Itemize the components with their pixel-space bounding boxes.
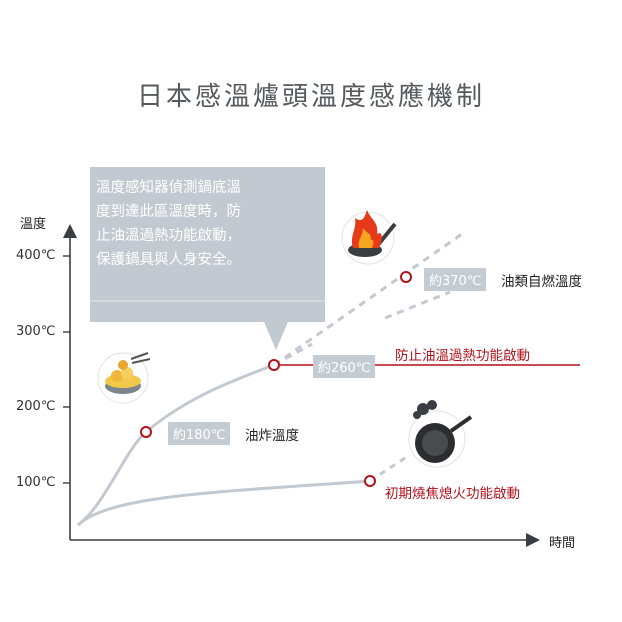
- diagram-title: 日本感溫爐頭溫度感應機制: [136, 82, 485, 112]
- marker-260: [268, 359, 280, 371]
- x-axis-label: 時間: [549, 536, 576, 551]
- callout-line: 保護鍋具與人身安全。: [96, 252, 241, 268]
- burnt-pan-icon: [408, 400, 473, 468]
- y-axis-label: 溫度: [20, 217, 47, 232]
- marker-180: [140, 426, 152, 438]
- y-tick-400: 400℃: [16, 248, 56, 263]
- axes: [63, 224, 540, 547]
- flaming-pan-icon: [341, 210, 397, 265]
- callout-text: 溫度感知器偵測鍋底溫 度到達此區溫度時，防 止油溫過熱功能啟動， 保護鍋具與人身…: [96, 176, 314, 272]
- burn-off-curve-dashed: [369, 454, 409, 483]
- burn-off-label: 初期燒焦熄火功能啟動: [385, 486, 520, 502]
- marker-burn-off: [364, 475, 376, 487]
- callout-line: 溫度感知器偵測鍋底溫: [96, 180, 241, 196]
- burn-off-curve: [76, 479, 371, 527]
- marker-370: [400, 271, 412, 283]
- callout-box: [90, 167, 325, 350]
- overheat-temp-tag: 約260℃: [313, 355, 376, 378]
- y-tick-200: 200℃: [16, 399, 56, 414]
- y-axis-arrow-icon: [63, 224, 77, 238]
- fried-food-pot-icon: [97, 352, 151, 404]
- autoignite-temp-tag: 約370℃: [424, 268, 487, 291]
- callout-line: 度到達此區溫度時，防: [96, 204, 241, 220]
- autoignite-label: 油類自燃溫度: [501, 274, 582, 290]
- y-tick-100: 100℃: [16, 475, 56, 490]
- x-axis-arrow-icon: [526, 533, 540, 547]
- oil-fry-temp-tag: 約180℃: [168, 422, 231, 445]
- callout-line: 止油溫過熱功能啟動，: [96, 228, 241, 244]
- overheat-branch-dashed: [273, 290, 451, 367]
- y-tick-300: 300℃: [16, 324, 56, 339]
- overheat-label: 防止油溫過熱功能啟動: [395, 348, 530, 364]
- oil-fry-label: 油炸溫度: [245, 428, 299, 444]
